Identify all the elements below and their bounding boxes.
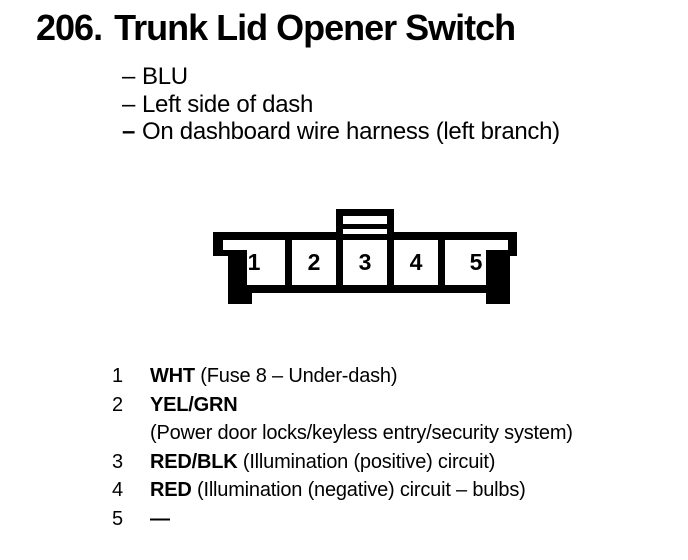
bullet-dash: – bbox=[122, 90, 136, 118]
pin-number-4: 4 bbox=[410, 249, 423, 275]
pin-number-5: 5 bbox=[470, 249, 483, 275]
lock-tab-slot bbox=[343, 229, 387, 234]
pin-row-1: 1 WHT (Fuse 8 – Under-dash) bbox=[112, 362, 573, 391]
pin-row-3: 3 RED/BLK (Illumination (positive) circu… bbox=[112, 448, 573, 477]
bullet-dash: – bbox=[122, 63, 136, 90]
pin-legend-number: 2 bbox=[112, 393, 123, 416]
pin-cavity-5 bbox=[445, 240, 508, 285]
page-heading: 206. Trunk Lid Opener Switch bbox=[36, 7, 516, 48]
wire-color: RED bbox=[150, 479, 192, 501]
wire-description: (Fuse 8 – Under-dash) bbox=[200, 365, 398, 387]
wire-description: (Power door locks/keyless entry/security… bbox=[150, 422, 573, 444]
wire-color: YEL/GRN bbox=[150, 393, 238, 416]
pin-cavity-2 bbox=[292, 240, 336, 285]
pin-legend-number: 4 bbox=[112, 479, 123, 501]
pin-legend-number-spacer bbox=[112, 419, 150, 448]
note-text: On dashboard wire harness (left branch) bbox=[142, 118, 560, 145]
wire-description: (Illumination (negative) circuit – bulbs… bbox=[197, 479, 526, 501]
pin-legend-text: WHT (Fuse 8 – Under-dash) bbox=[150, 362, 573, 391]
wire-color: RED/BLK bbox=[150, 450, 238, 473]
pin-legend-text: YEL/GRN bbox=[150, 391, 573, 420]
section-number: 206. bbox=[36, 7, 103, 48]
connector-notes: – BLU – Left side of dash – On dashboard… bbox=[122, 63, 560, 146]
note-text: BLU bbox=[142, 63, 188, 90]
wire-color: — bbox=[150, 507, 170, 530]
lock-tab-slot bbox=[343, 216, 387, 224]
pin-cavity-4 bbox=[394, 240, 438, 285]
pin-legend-number: 1 bbox=[112, 365, 123, 387]
wire-description: (Illumination (positive) circuit) bbox=[242, 450, 496, 473]
pin-legend: 1 WHT (Fuse 8 – Under-dash) 2 YEL/GRN (P… bbox=[112, 362, 573, 533]
pin-row-5: 5 — bbox=[112, 505, 573, 534]
wire-color: WHT bbox=[150, 365, 195, 387]
note-item-location: – Left side of dash bbox=[122, 91, 560, 119]
bullet-dash: – bbox=[122, 118, 136, 145]
pin-legend-text: — bbox=[150, 505, 573, 534]
pin-legend-number: 5 bbox=[112, 507, 123, 530]
pin-cavity-3 bbox=[343, 240, 387, 285]
pin-number-3: 3 bbox=[359, 249, 372, 275]
pin-legend-text: RED/BLK (Illumination (positive) circuit… bbox=[150, 448, 573, 477]
pin-number-1: 1 bbox=[248, 249, 261, 275]
pin-row-4: 4 RED (Illumination (negative) circuit –… bbox=[112, 476, 573, 505]
pin-number-2: 2 bbox=[308, 249, 321, 275]
pin-row-2-continued: (Power door locks/keyless entry/security… bbox=[112, 419, 573, 448]
pin-legend-text: RED (Illumination (negative) circuit – b… bbox=[150, 476, 573, 505]
pin-legend-number: 3 bbox=[112, 450, 123, 473]
note-text: Left side of dash bbox=[142, 90, 314, 118]
page-title: Trunk Lid Opener Switch bbox=[114, 7, 516, 48]
pin-row-2: 2 YEL/GRN bbox=[112, 391, 573, 420]
note-item-harness: – On dashboard wire harness (left branch… bbox=[122, 118, 560, 146]
note-item-color: – BLU bbox=[122, 63, 560, 91]
pin-cavity-1 bbox=[223, 240, 285, 285]
